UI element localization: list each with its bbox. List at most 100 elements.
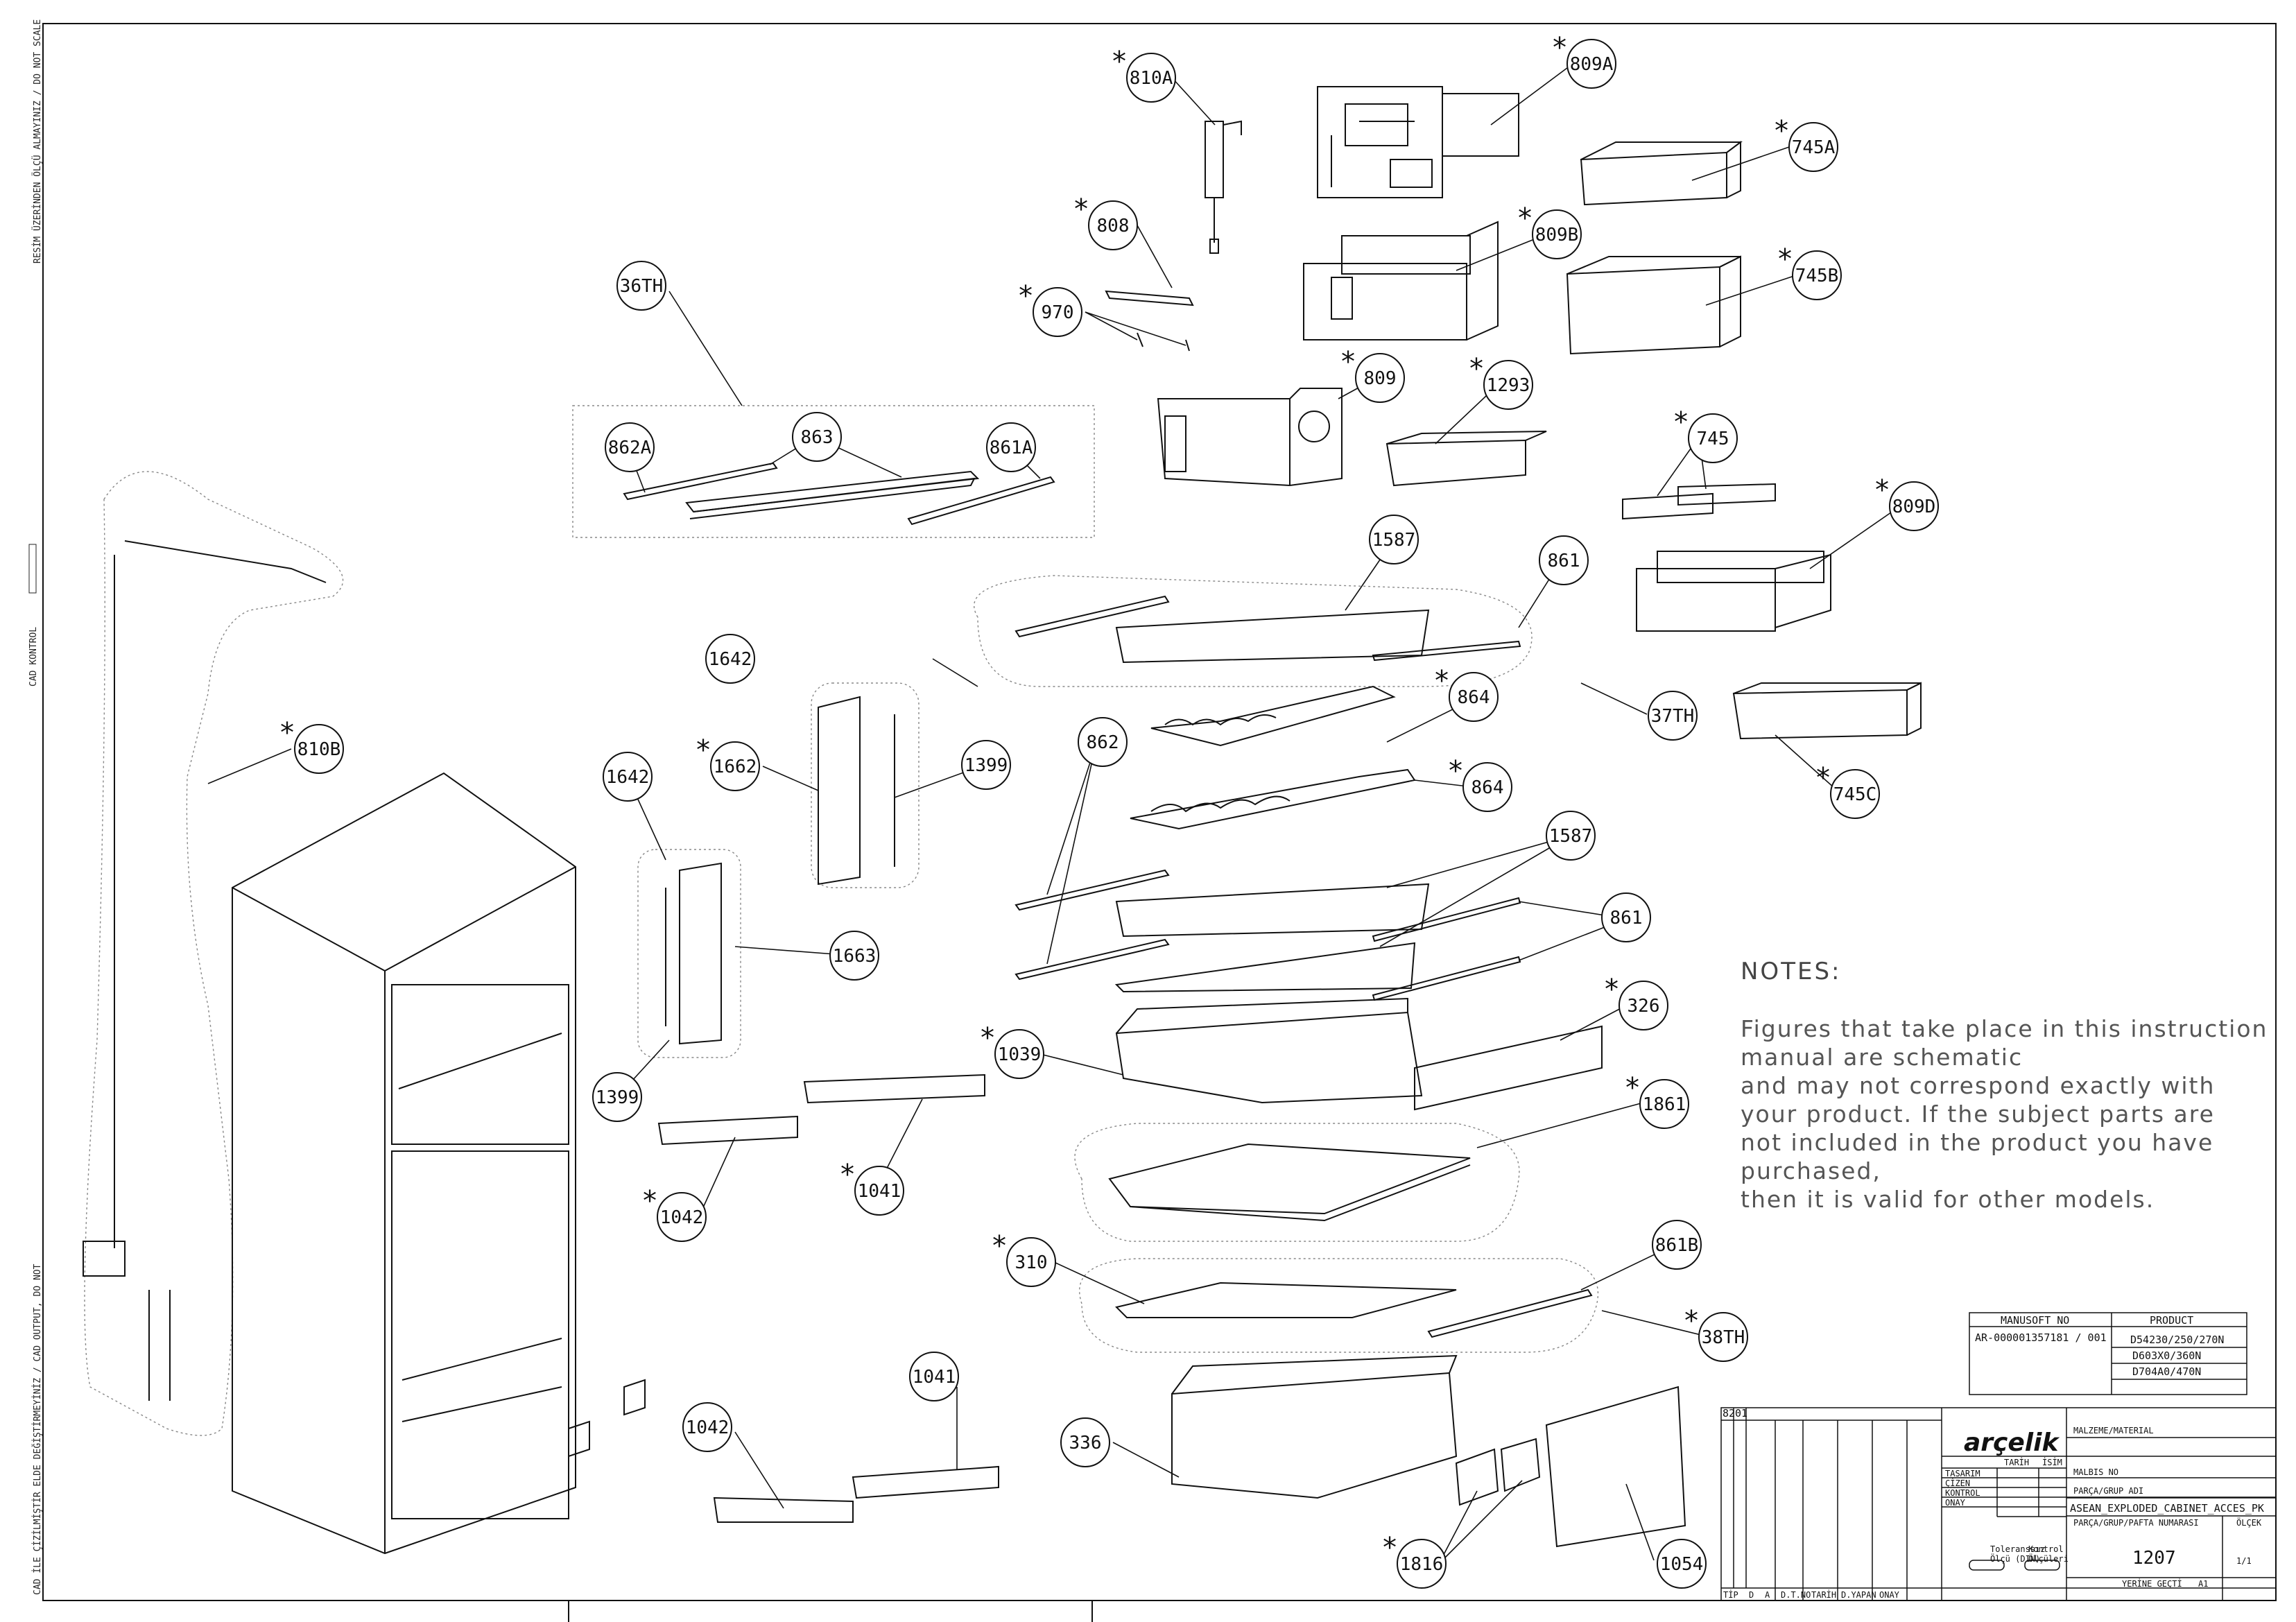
title-block-tolerance-1: Toleranssız [1990, 1544, 2045, 1554]
callout-label: 1587 [1549, 826, 1593, 847]
notes-line-6: purchased, [1741, 1157, 1881, 1184]
product-table-product-2: D603X0/360N [2132, 1349, 2201, 1362]
notes-line-2: manual are schematic [1741, 1044, 2023, 1071]
callout-label: 336 [1069, 1433, 1102, 1453]
callout-label: 861 [1610, 908, 1643, 929]
asterisk-mark-icon: ∗ [1073, 188, 1089, 220]
title-block-malbis-label: MALBIS NO [2073, 1467, 2118, 1477]
callout-label: 1587 [1372, 530, 1416, 551]
asterisk-mark-icon: ∗ [695, 729, 711, 761]
callout-36th: 36TH [616, 261, 666, 311]
title-block-bottom-fields: TİP D A D.T.NO TARİH D.YAPAN ONAY [1723, 1589, 1900, 1600]
callout-38th: 38TH∗ [1683, 1300, 1748, 1362]
callout-37th: 37TH [1648, 691, 1698, 741]
callout-label: 861 [1548, 551, 1580, 571]
title-block [1720, 1407, 2277, 1601]
title-block-pafta-label: PARÇA/GRUP/PAFTA NUMARASI [2073, 1518, 2199, 1528]
callout-862a: 862A [605, 422, 655, 472]
asterisk-mark-icon: ∗ [1777, 238, 1793, 270]
callout-label: 1041 [858, 1181, 901, 1202]
callout-label: 1293 [1487, 375, 1530, 396]
asterisk-mark-icon: ∗ [1815, 757, 1831, 788]
notes-title: NOTES: [1741, 958, 1841, 985]
callout-1042a: 1042∗ [641, 1180, 707, 1242]
callout-861b: 861 [1601, 892, 1651, 942]
bottom-field-dyapan: D.YAPAN [1841, 1590, 1876, 1600]
revision-mark-2: 01 [1735, 1407, 1747, 1420]
asterisk-mark-icon: ∗ [641, 1180, 658, 1211]
callout-label: 745A [1792, 137, 1836, 158]
callout-label: 809A [1570, 54, 1614, 75]
callout-label: 864 [1471, 777, 1504, 798]
product-table-header-manusoft: MANUSOFT NO [2001, 1314, 2069, 1327]
callout-label: 1861 [1643, 1094, 1686, 1115]
callout-label: 861B [1655, 1235, 1699, 1256]
asterisk-mark-icon: ∗ [1017, 275, 1034, 307]
callout-864b: 864 ∗ [1447, 750, 1512, 812]
callout-1816: 1816∗ [1381, 1526, 1447, 1589]
parts-layer [83, 86, 1922, 1555]
title-block-scale-value: 1/1 [2236, 1556, 2252, 1566]
asterisk-mark-icon: ∗ [1468, 347, 1485, 379]
notes-line-3: and may not correspond exactly with [1741, 1072, 2215, 1099]
callout-label: 809D [1892, 497, 1936, 517]
notes-line-5: not included in the product you have [1741, 1129, 2213, 1156]
asterisk-mark-icon: ∗ [1551, 26, 1568, 58]
callout-862: 862 [1078, 717, 1128, 767]
callout-label: 310 [1015, 1252, 1048, 1273]
callout-1399a: 1399 [961, 740, 1011, 790]
sheet-border [42, 23, 2277, 1601]
title-block-kontrol-1: Kontrol [2028, 1544, 2064, 1554]
callout-745a: 745A∗ [1773, 110, 1838, 172]
side-label-do-not-scale: RESİM ÜZERİNDEN ÖLÇÜ ALMAYINIZ / DO NOT … [31, 19, 43, 264]
callout-label: 970 [1042, 302, 1074, 323]
callout-745b: 745B∗ [1777, 238, 1842, 300]
asterisk-mark-icon: ∗ [1683, 1300, 1700, 1331]
title-block-olcek-label: ÖLÇEK [2236, 1517, 2262, 1528]
asterisk-mark-icon: ∗ [991, 1225, 1008, 1257]
callout-1662: 1662∗ [695, 729, 760, 791]
callout-label: 1054 [1660, 1554, 1704, 1575]
callout-863: 863 [792, 412, 842, 462]
title-block-sheet-size: A1 [2198, 1579, 2208, 1589]
callout-label: 326 [1628, 996, 1660, 1017]
callout-label: 808 [1097, 216, 1130, 236]
callout-326: 326 ∗ [1603, 968, 1668, 1030]
asterisk-mark-icon: ∗ [1673, 401, 1689, 433]
asterisk-mark-icon: ∗ [1447, 750, 1464, 782]
title-block-kontrol-2: Ölçüleri [2028, 1553, 2069, 1564]
title-block-drawing-number: 1207 [2132, 1548, 2176, 1569]
notes-line-7: then it is valid for other models. [1741, 1186, 2155, 1213]
bottom-field-tip: TİP [1723, 1589, 1738, 1600]
callout-label: 1042 [660, 1207, 704, 1228]
callout-1587b: 1587 [1546, 811, 1596, 861]
callout-810b: 810B∗ [279, 711, 344, 774]
callout-809b: 809B∗ [1517, 197, 1582, 259]
callout-label: 1399 [596, 1087, 639, 1108]
asterisk-mark-icon: ∗ [1624, 1067, 1641, 1098]
bottom-field-dtno: D.T.NO [1781, 1590, 1811, 1600]
side-label-cad-output: CAD İLE ÇİZİLMİŞTİR ELDE DEĞİŞTİRMEYİNİZ… [32, 1263, 43, 1595]
title-block-role-onay: ONAY [1945, 1498, 1966, 1508]
callout-745c: 745C∗ [1815, 757, 1880, 819]
callout-1663: 1663 [829, 931, 879, 981]
title-block-parca-grup-label: PARÇA/GRUP ADI [2073, 1486, 2143, 1496]
asterisk-mark-icon: ∗ [1603, 968, 1620, 1000]
bottom-field-onay: ONAY [1879, 1590, 1900, 1600]
callout-745: 745∗ [1673, 401, 1738, 463]
callout-label: 38TH [1702, 1327, 1745, 1348]
asterisk-mark-icon: ∗ [1433, 659, 1450, 691]
bottom-field-tarih: TARİH [1811, 1589, 1836, 1600]
asterisk-mark-icon: ∗ [279, 711, 295, 743]
product-table-product-3: D704A0/470N [2132, 1365, 2201, 1378]
title-block-part-name: ASEAN_EXPLODED_CABINET_ACCES_PK [2070, 1502, 2264, 1515]
callout-1039: 1039∗ [979, 1017, 1044, 1079]
title-block-role-tasarim: TASARIM [1945, 1469, 1980, 1478]
callout-label: 809B [1535, 225, 1579, 245]
asterisk-mark-icon: ∗ [1874, 469, 1890, 501]
callout-809d: 809D∗ [1874, 469, 1939, 531]
notes-line-1: Figures that take place in this instruct… [1741, 1015, 2268, 1042]
callout-808: 808 ∗ [1073, 188, 1138, 250]
asterisk-mark-icon: ∗ [1340, 340, 1356, 372]
